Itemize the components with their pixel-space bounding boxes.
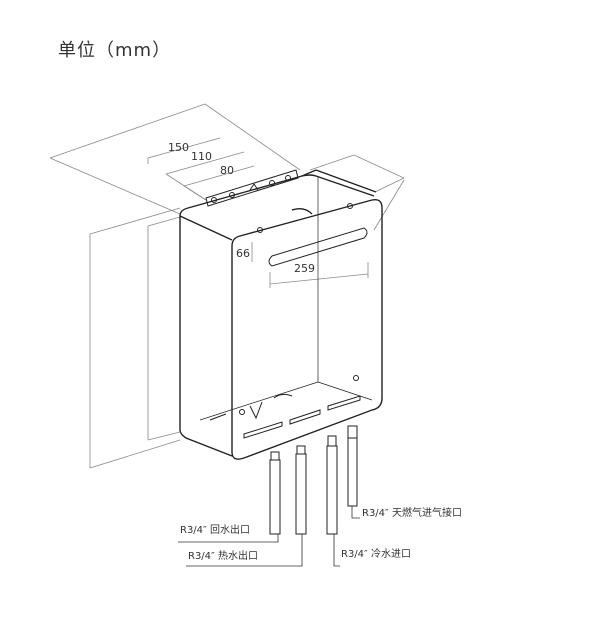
gas-pipe-fitting (347, 425, 358, 439)
return-pipe-fitting (270, 451, 280, 461)
gas-pipe (347, 437, 358, 507)
label-return-outlet: R3/4″ 回水出口 (180, 523, 250, 536)
dim-110: 110 (191, 150, 212, 163)
dim-66: 66 (236, 247, 250, 260)
top-vent (257, 203, 368, 267)
mounting-bracket (205, 169, 299, 207)
unit-title: 单位（mm） (58, 40, 172, 61)
heater-body (179, 169, 383, 460)
hot-pipe-fitting (296, 445, 306, 455)
label-cold-inlet: R3/4″ 冷水进口 (341, 547, 411, 560)
dim-259: 259 (294, 262, 315, 275)
dimension-labels: 150 110 80 66 259 (168, 141, 315, 275)
bottom-vents (209, 375, 361, 439)
dimension-lines (49, 103, 405, 469)
return-pipe (269, 459, 281, 535)
cold-pipe-fitting (327, 435, 337, 447)
hidden-edges (199, 176, 373, 421)
dim-80: 80 (220, 164, 234, 177)
dim-150: 150 (168, 141, 189, 154)
label-hot-outlet: R3/4″ 热水出口 (188, 549, 258, 562)
pipe-labels: R3/4″ 回水出口 R3/4″ 热水出口 R3/4″ 冷水进口 R3/4″ 天… (180, 506, 462, 562)
pipes (269, 425, 358, 535)
leader-lines (178, 506, 360, 567)
hot-pipe (295, 453, 307, 535)
label-gas-inlet: R3/4″ 天燃气进气接口 (362, 506, 462, 519)
cold-pipe (326, 445, 338, 535)
